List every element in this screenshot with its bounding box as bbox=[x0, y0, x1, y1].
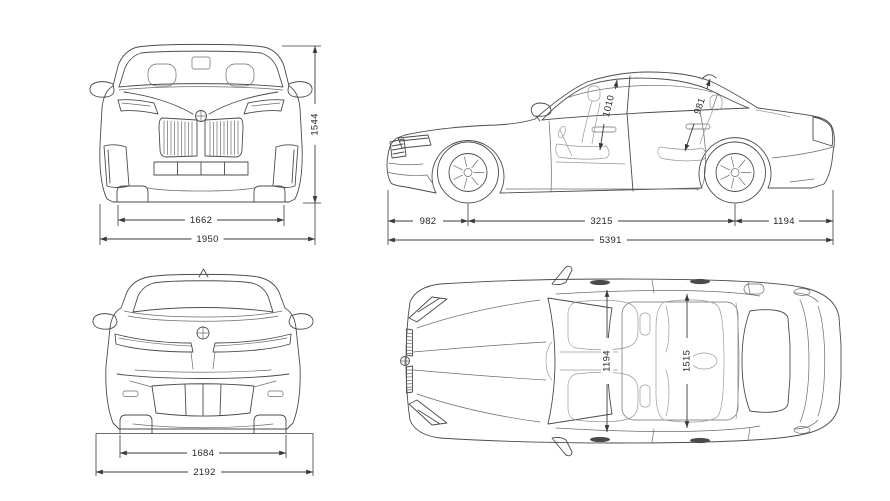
dim-interior-width-front: 1194 bbox=[601, 289, 613, 433]
dim-rear-track: 1684 bbox=[119, 447, 287, 459]
bmw-roundel-icon bbox=[196, 326, 210, 340]
dimension-label: 1662 bbox=[190, 215, 212, 226]
dimension-label: 1194 bbox=[602, 350, 613, 372]
dimension-label: 981 bbox=[692, 96, 708, 115]
door-handle bbox=[591, 126, 617, 133]
dimension-label: 982 bbox=[420, 216, 437, 227]
dimension-label: 1950 bbox=[196, 234, 218, 245]
top-car-drawing bbox=[400, 265, 842, 457]
dim-width-with-mirrors: 2192 bbox=[95, 466, 314, 478]
roof-antenna bbox=[743, 283, 765, 295]
dim-rear-headroom: 981 bbox=[684, 78, 711, 152]
rear-view: 1684 2192 bbox=[92, 268, 314, 478]
side-view: 1010 981 982 3215 1194 bbox=[386, 71, 835, 246]
dimension-label: 2192 bbox=[193, 467, 215, 478]
dimension-label: 1684 bbox=[192, 448, 214, 459]
side-interior-sketch bbox=[555, 85, 791, 165]
door-handle bbox=[590, 436, 610, 443]
dimension-label: 1194 bbox=[773, 216, 795, 227]
dimension-label: 1010 bbox=[601, 94, 617, 118]
rear-wheel bbox=[704, 141, 766, 204]
dimension-label: 1544 bbox=[310, 113, 321, 135]
front-headrests bbox=[147, 56, 255, 87]
front-car-drawing bbox=[89, 43, 313, 203]
dim-interior-width-rear: 1515 bbox=[681, 293, 693, 429]
front-mirrors bbox=[89, 81, 313, 98]
front-headlights bbox=[117, 99, 285, 115]
dimension-label: 3215 bbox=[590, 216, 612, 227]
taillights bbox=[114, 333, 292, 353]
kidney-grille bbox=[158, 117, 244, 158]
dim-front-overhang: 982 bbox=[387, 215, 469, 227]
dim-overall-length: 5391 bbox=[387, 234, 834, 246]
antenna-fin bbox=[198, 268, 209, 278]
front-wheel bbox=[437, 141, 499, 204]
top-view: 1194 1515 bbox=[400, 265, 842, 457]
dim-overall-height: 1544 bbox=[282, 45, 322, 245]
door-handle bbox=[685, 123, 711, 130]
dimension-label: 1515 bbox=[682, 350, 693, 372]
top-interior-sketch bbox=[545, 299, 740, 423]
top-mirrors bbox=[551, 265, 573, 457]
door-handle bbox=[590, 279, 610, 286]
door-handle bbox=[690, 278, 710, 285]
dim-rear-overhang: 1194 bbox=[734, 215, 834, 227]
front-view: 1544 1662 1950 bbox=[89, 43, 322, 245]
rear-mirrors bbox=[92, 313, 314, 330]
dim-front-track: 1662 bbox=[117, 205, 285, 226]
rear-car-drawing bbox=[92, 268, 314, 434]
side-car-drawing bbox=[386, 71, 835, 204]
dim-front-headroom: 1010 bbox=[598, 79, 619, 151]
dim-wheelbase: 3215 bbox=[467, 215, 736, 227]
dim-overall-width: 1950 bbox=[99, 204, 316, 245]
dimension-label: 5391 bbox=[599, 235, 621, 246]
rear-extension-lines bbox=[95, 433, 314, 476]
grille-strips bbox=[406, 328, 413, 394]
door-handle bbox=[690, 437, 710, 444]
bmw-roundel-icon bbox=[400, 356, 410, 366]
bmw-roundel-icon bbox=[195, 110, 207, 122]
side-extension-lines bbox=[387, 190, 834, 245]
